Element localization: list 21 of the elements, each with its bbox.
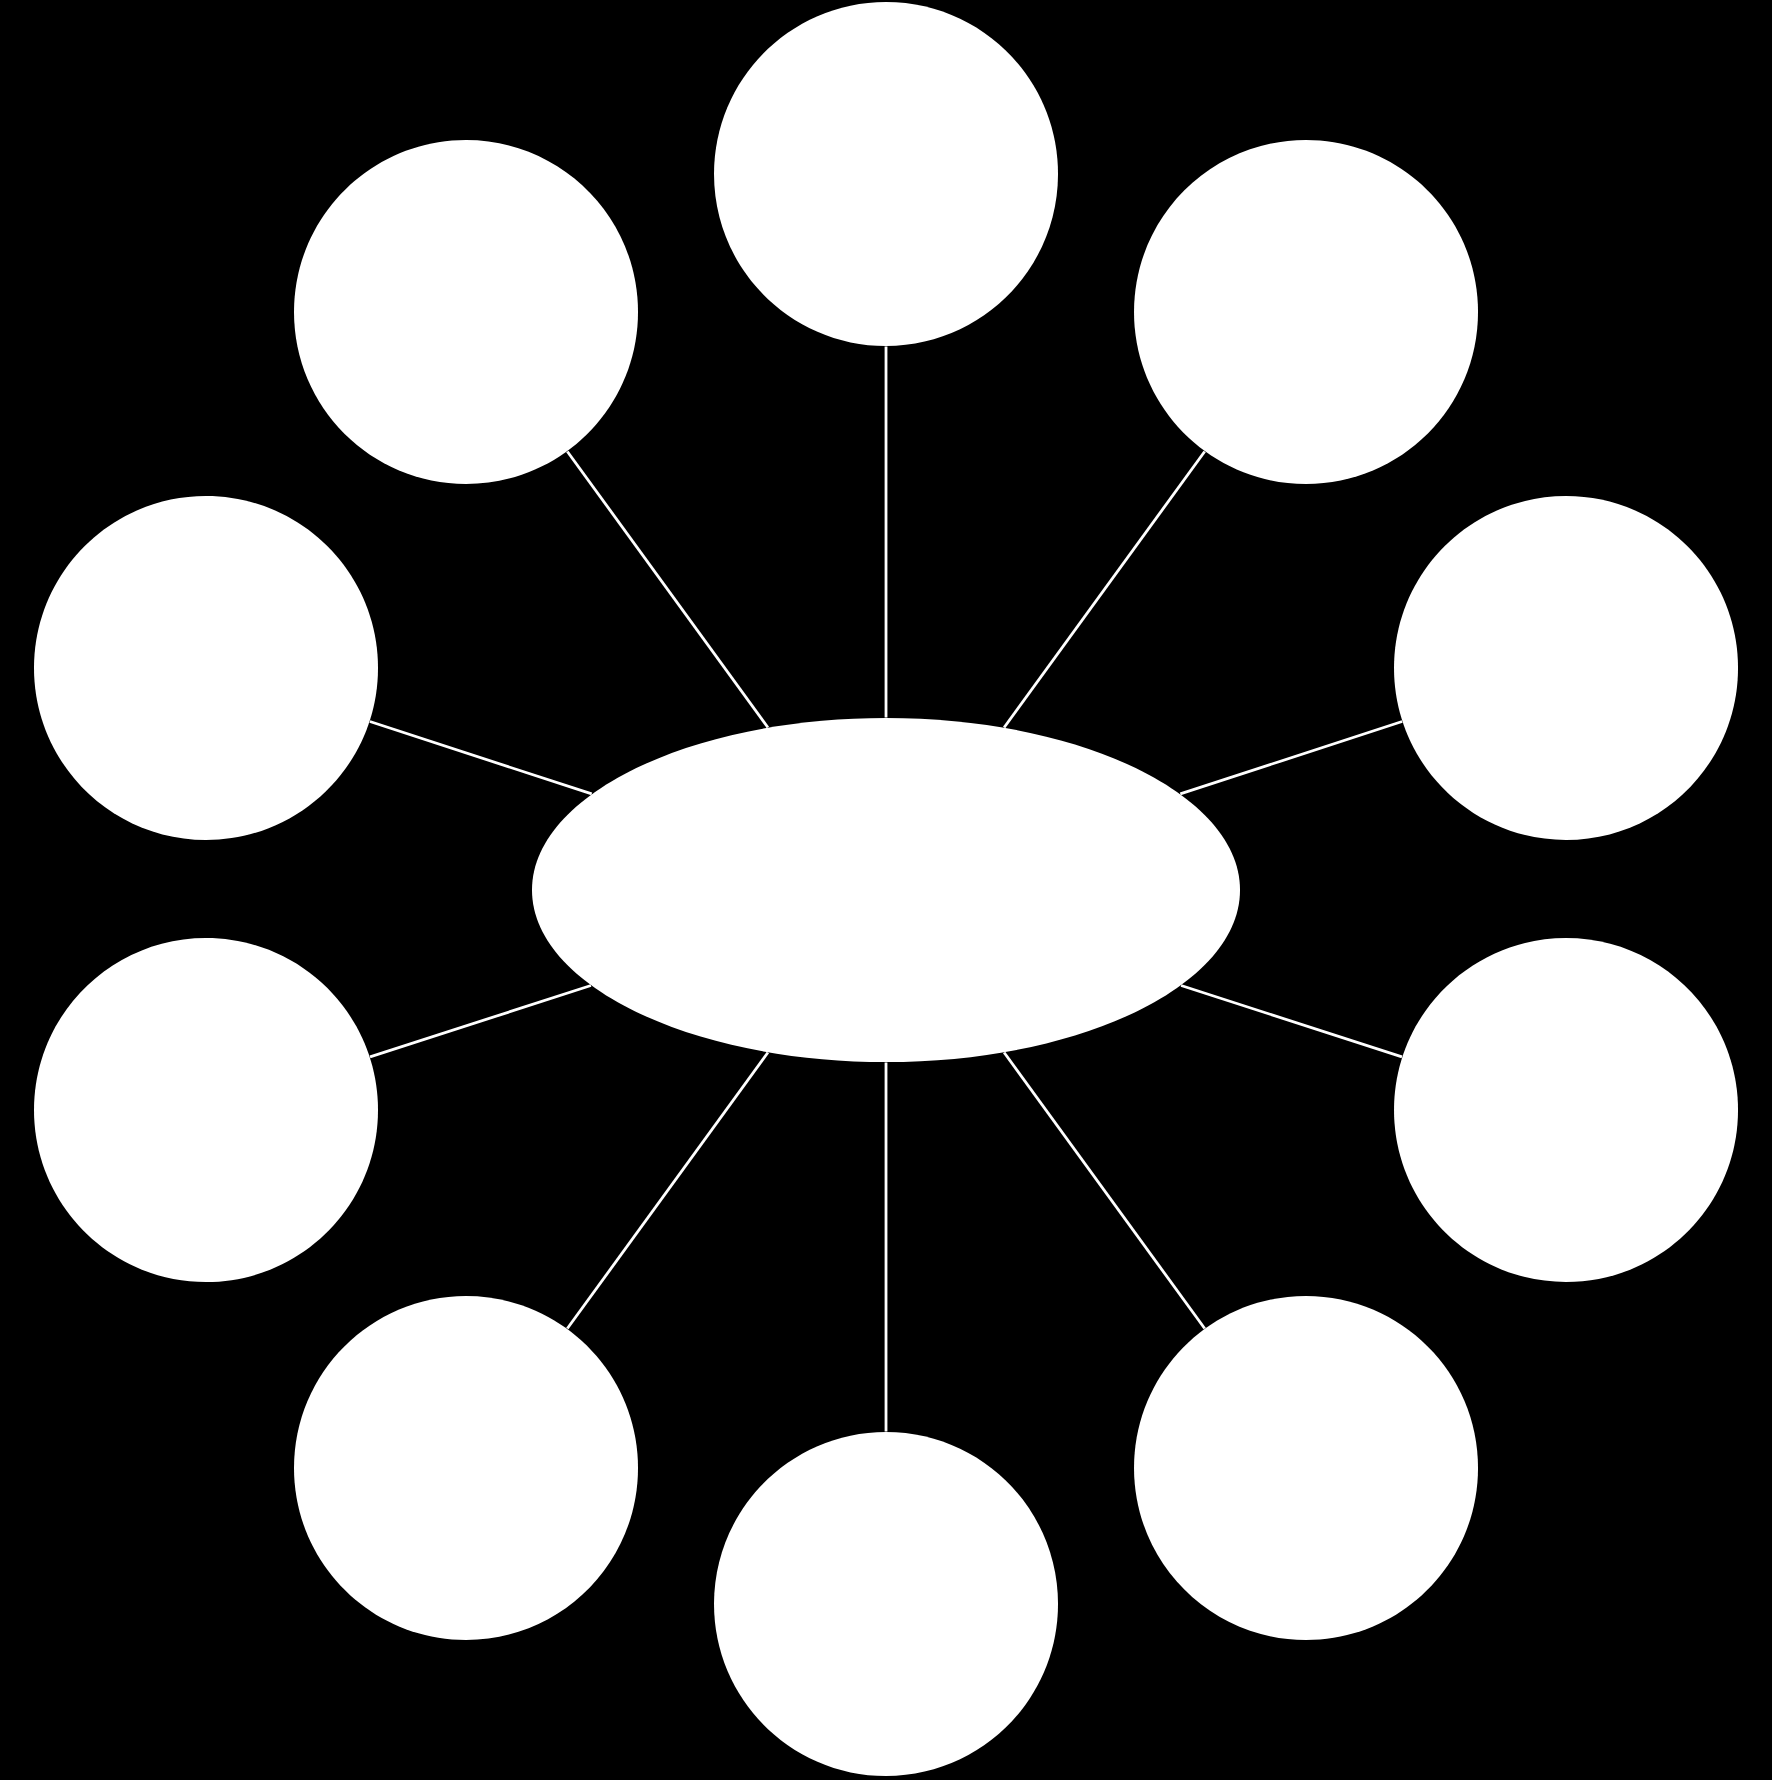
- connector-line: [1180, 984, 1403, 1059]
- connector-line: [566, 1051, 770, 1330]
- circle: [34, 938, 378, 1282]
- connector-line: [369, 720, 593, 796]
- circle: [1394, 938, 1738, 1282]
- ellipse: [532, 718, 1240, 1062]
- circle: [1134, 1296, 1478, 1640]
- circle: [1134, 140, 1478, 484]
- circle: [34, 496, 378, 840]
- connector-line: [1003, 450, 1206, 729]
- circle: [714, 2, 1058, 346]
- circle: [1394, 496, 1738, 840]
- connector-line: [566, 450, 770, 729]
- connector-line: [884, 346, 888, 718]
- connector-line: [369, 984, 592, 1059]
- connector-line: [1003, 1051, 1206, 1330]
- connector-line: [1179, 720, 1403, 796]
- circle: [294, 1296, 638, 1640]
- circle: [294, 140, 638, 484]
- connector-line: [884, 1062, 888, 1432]
- circle: [714, 1432, 1058, 1776]
